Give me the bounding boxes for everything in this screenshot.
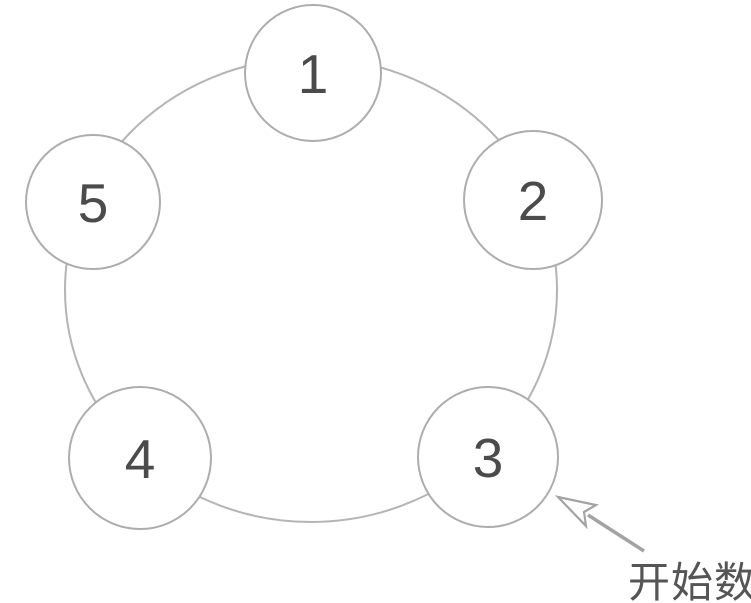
node-2-circle	[463, 130, 603, 270]
start-arrow-icon	[554, 495, 645, 553]
start-counting-label: 开始数	[628, 559, 751, 603]
node-1: 1	[244, 4, 382, 142]
node-4-circle	[68, 386, 212, 530]
arrow-shaft	[587, 513, 645, 553]
arrow-head	[554, 495, 600, 530]
node-2-label: 2	[518, 170, 549, 232]
node-5: 5	[25, 134, 161, 270]
node-5-label: 5	[78, 172, 109, 234]
node-3-circle	[417, 386, 559, 528]
node-4: 4	[68, 386, 212, 530]
node-3: 3	[417, 386, 559, 528]
node-1-circle	[244, 4, 382, 142]
node-1-label: 1	[298, 43, 329, 105]
node-5-circle	[25, 134, 161, 270]
node-3-label: 3	[473, 427, 504, 489]
node-4-label: 4	[125, 428, 156, 490]
node-2: 2	[463, 130, 603, 270]
